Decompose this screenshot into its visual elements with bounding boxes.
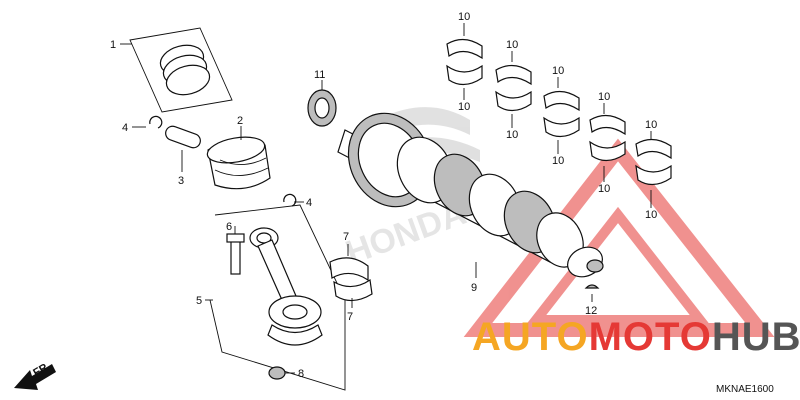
callout-12: 12 <box>585 305 597 317</box>
piston-rings <box>120 27 233 113</box>
callouts: 1 2 3 4 4 5 6 7 7 8 9 10 10 10 10 10 10 … <box>110 11 657 380</box>
callout-10-4-bottom: 10 <box>598 183 610 195</box>
callout-2: 2 <box>237 115 243 127</box>
main-bearing-pair-1 <box>446 38 483 86</box>
piston <box>206 126 271 190</box>
svg-text:AUTOMOTOHUB: AUTOMOTOHUB <box>472 315 800 359</box>
main-bearings <box>446 38 672 186</box>
callout-1: 1 <box>110 39 116 51</box>
callout-11: 11 <box>314 69 325 81</box>
piston-pin <box>165 125 201 172</box>
callout-10-2-bottom: 10 <box>506 129 518 141</box>
watermark-word-hub: HUB <box>712 315 800 359</box>
connecting-rod-assembly <box>205 204 346 391</box>
callout-8: 8 <box>298 368 304 380</box>
callout-10-3-top: 10 <box>552 65 564 77</box>
main-bearing-pair-5 <box>635 138 672 186</box>
woodruff-key <box>584 284 600 302</box>
direction-label: FR. <box>31 360 52 379</box>
crankshaft <box>337 112 604 278</box>
callout-10-1-bottom: 10 <box>458 101 470 113</box>
callout-5: 5 <box>196 295 202 307</box>
watermark-logo-text: AUTOMOTOHUB <box>472 315 800 359</box>
callout-3: 3 <box>178 175 184 187</box>
diagram-code: MKNAE1600 <box>716 384 774 395</box>
connecting-rod-bearing <box>329 244 373 308</box>
piston-pin-clip-lower <box>283 193 304 207</box>
bearing-leaders <box>463 23 652 208</box>
piston-pin-clip-upper <box>132 115 163 129</box>
callout-4-upper: 4 <box>122 122 128 134</box>
watermark-word-moto: MOTO <box>589 315 712 359</box>
callout-10-5-top: 10 <box>645 119 657 131</box>
callout-4-lower: 4 <box>306 197 312 209</box>
main-bearing-pair-4 <box>589 114 626 162</box>
crankshaft-gear <box>307 80 337 127</box>
watermark-word-auto: AUTO <box>472 315 589 359</box>
main-bearing-pair-2 <box>495 64 532 112</box>
callout-7-lower: 7 <box>347 311 353 323</box>
callout-10-2-top: 10 <box>506 39 518 51</box>
callout-10-3-bottom: 10 <box>552 155 564 167</box>
callout-6: 6 <box>226 221 232 233</box>
callout-10-4-top: 10 <box>598 91 610 103</box>
callout-9: 9 <box>471 282 477 294</box>
callout-7-upper: 7 <box>343 231 349 243</box>
callout-10-5-bottom: 10 <box>645 209 657 221</box>
front-direction-arrow <box>14 364 56 390</box>
callout-10-1-top: 10 <box>458 11 470 23</box>
main-bearing-pair-3 <box>543 90 580 138</box>
